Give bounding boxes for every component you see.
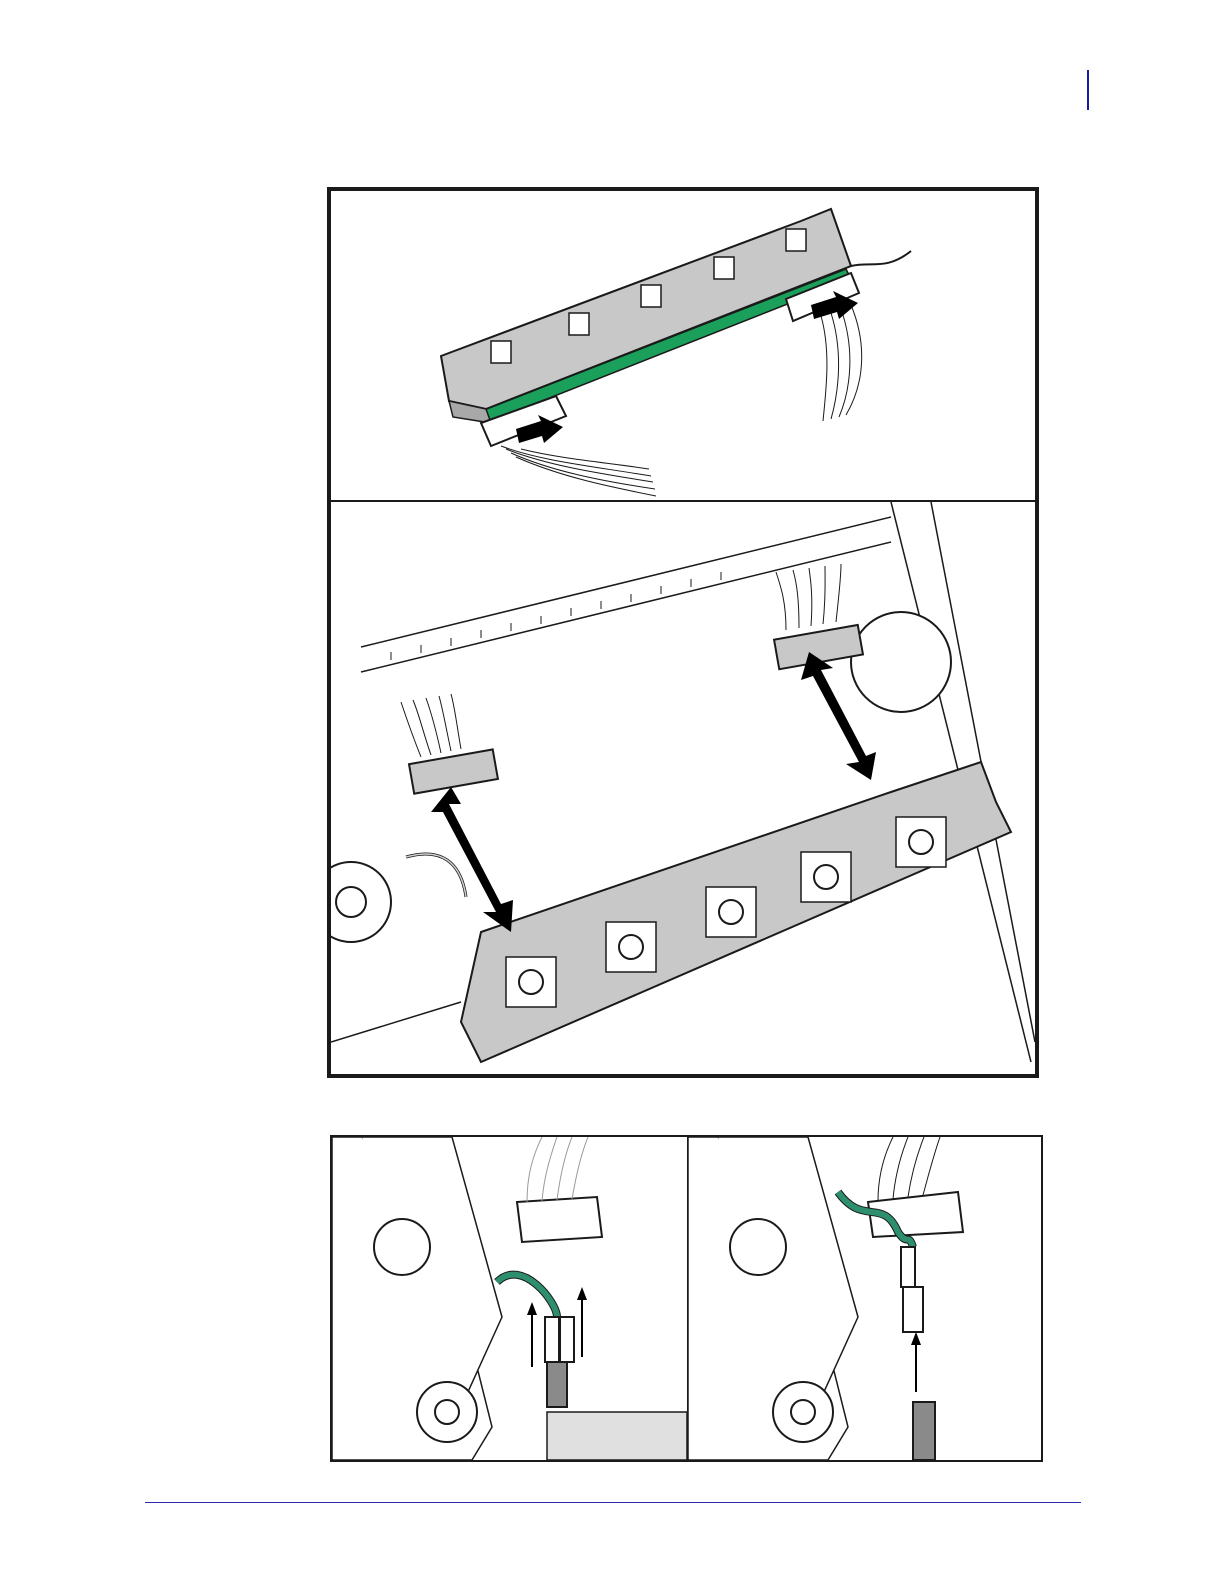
ground-terminal [547, 1362, 567, 1407]
left-connector [409, 749, 498, 793]
arrow [911, 1332, 921, 1345]
page-marker-bar [1087, 70, 1089, 110]
right-cable-wires [821, 305, 862, 421]
cable-connection-illustration [331, 502, 1035, 1074]
left-cable-wires [501, 446, 656, 496]
figure-printhead-removed [327, 187, 1039, 502]
right-hub [851, 612, 951, 712]
platen-ticks [391, 572, 721, 660]
cable-connector [517, 1197, 602, 1242]
printhead-assembly-illustration [331, 191, 1035, 500]
footer-rule [145, 1502, 1081, 1503]
figure-ground-lead-before [330, 1135, 688, 1462]
ground-lead-after-illustration [688, 1137, 1041, 1460]
figure-cable-connectors [327, 500, 1039, 1078]
ground-terminal [913, 1402, 935, 1460]
green-ground-wire [497, 1275, 557, 1317]
ground-lead-before-illustration [332, 1137, 687, 1460]
figure-ground-lead-after [687, 1135, 1043, 1462]
